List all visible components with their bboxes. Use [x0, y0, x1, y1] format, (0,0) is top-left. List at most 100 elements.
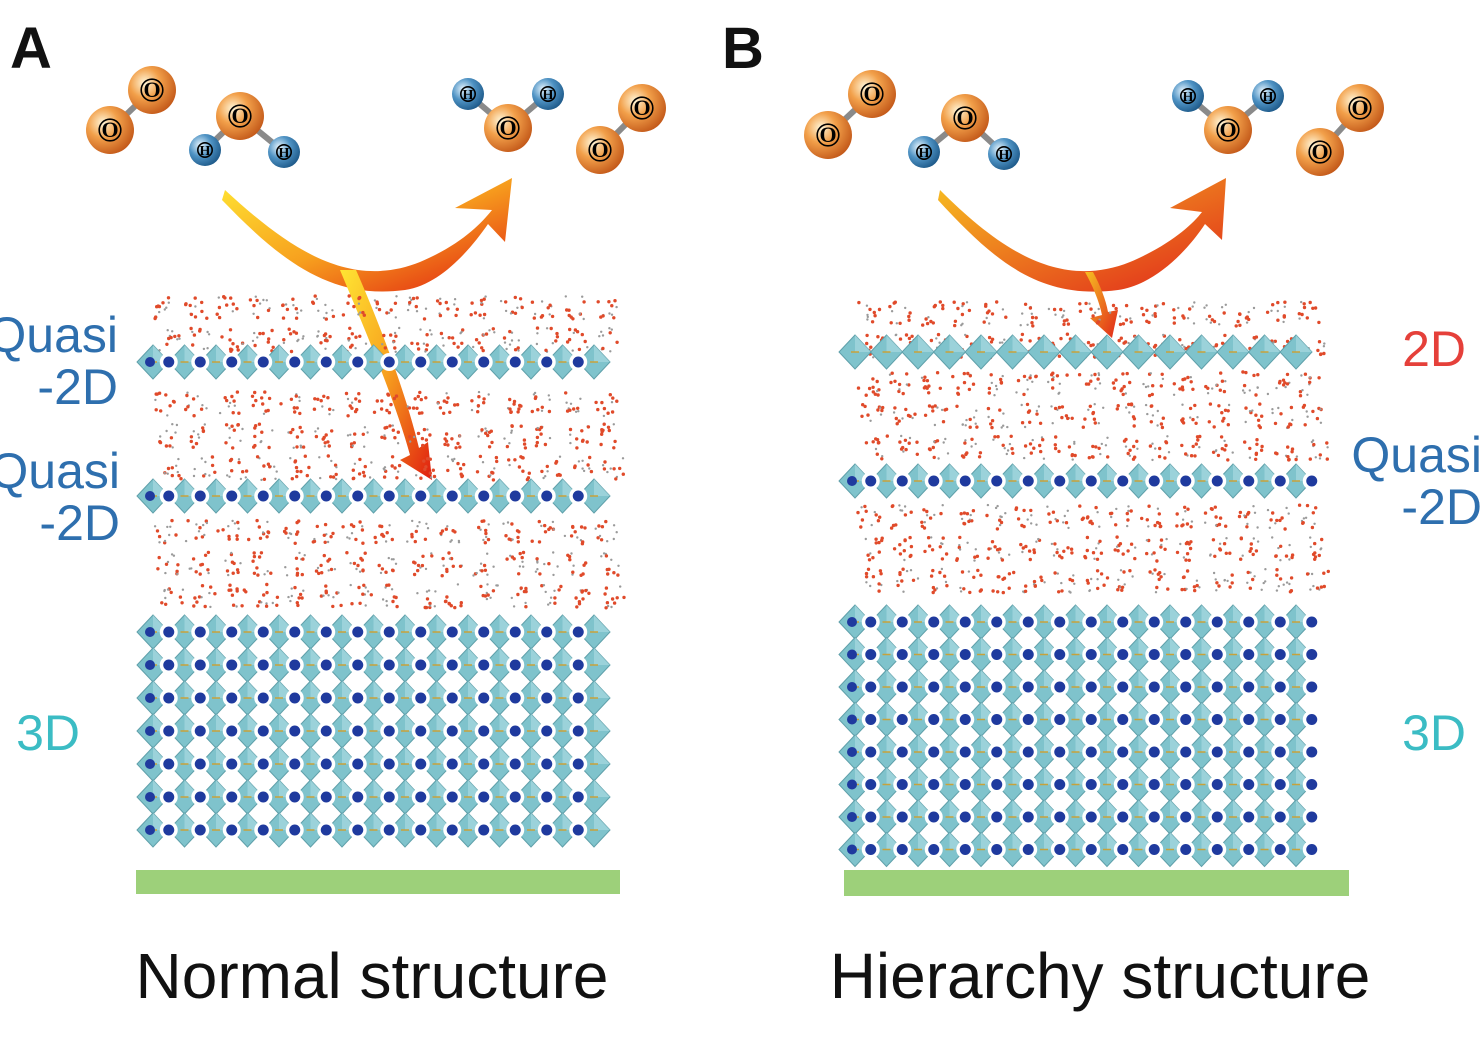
spacer-molecule	[445, 400, 449, 404]
spacer-molecule	[907, 314, 911, 319]
spacer-molecule	[876, 519, 881, 523]
cation	[1180, 475, 1192, 487]
spacer-molecule	[265, 602, 268, 605]
spacer-molecule	[253, 424, 258, 428]
spacer-molecule	[1281, 378, 1286, 382]
spacer-molecule	[1031, 380, 1034, 383]
hydrogen-atom: H	[452, 78, 484, 110]
cation	[991, 616, 1003, 628]
spacer-molecule	[230, 424, 234, 428]
spacer-molecule	[479, 562, 483, 565]
spacer-molecule	[1057, 590, 1061, 594]
oxygen-symbol: O	[956, 105, 973, 130]
spacer-molecule	[236, 520, 240, 525]
spacer-molecule	[1279, 559, 1282, 562]
spacer-molecule	[446, 468, 450, 473]
spacer-molecule	[478, 454, 483, 459]
spacer-molecule	[346, 397, 350, 401]
atom-ring	[995, 146, 1012, 163]
spacer-molecule	[553, 589, 556, 592]
spacer-molecule	[612, 467, 616, 471]
cation	[1148, 649, 1160, 660]
spacer-molecule	[959, 586, 962, 590]
spacer-molecule	[318, 456, 321, 459]
spacer-molecule	[166, 414, 169, 417]
spacer-molecule	[1317, 553, 1322, 558]
spacer-molecule	[192, 333, 197, 337]
spacer-molecule	[1128, 411, 1131, 414]
spacer-molecule	[1127, 402, 1131, 407]
spacer-molecule	[294, 331, 299, 335]
spacer-molecule	[930, 548, 935, 552]
spacer-molecule	[1254, 393, 1258, 397]
spacer-molecule	[311, 540, 315, 544]
spacer-molecule	[255, 455, 260, 459]
spacer-molecule	[285, 307, 290, 312]
spacer-molecule	[298, 399, 301, 403]
spacer-molecule	[385, 311, 389, 315]
spacer-molecule	[613, 439, 617, 444]
spacer-molecule	[1252, 505, 1255, 508]
cation	[289, 758, 301, 770]
spacer-molecule	[421, 443, 425, 448]
spacer-molecule	[563, 534, 567, 538]
spacer-molecule	[314, 430, 317, 433]
spacer-molecule	[495, 584, 498, 587]
spacer-molecule	[1271, 408, 1274, 411]
spacer-molecule	[1088, 302, 1091, 305]
spacer-molecule	[1248, 446, 1252, 451]
spacer-molecule	[978, 451, 983, 455]
spacer-molecule	[1248, 389, 1252, 392]
cation	[1117, 714, 1129, 725]
spacer-molecule	[873, 392, 877, 396]
spacer-molecule	[940, 567, 944, 571]
spacer-molecule	[606, 470, 609, 474]
spacer-molecule	[320, 571, 324, 575]
spacer-molecule	[1172, 393, 1176, 396]
spacer-molecule	[932, 455, 936, 460]
spacer-molecule	[428, 601, 432, 606]
layer-label: 3D	[16, 705, 80, 761]
spacer-molecule	[324, 317, 328, 321]
spacer-molecule	[1241, 554, 1244, 557]
spacer-molecule	[1224, 551, 1229, 555]
spacer-molecule	[317, 309, 320, 312]
spacer-molecule	[519, 586, 523, 590]
spacer-molecule	[301, 557, 305, 561]
spacer-molecule	[198, 572, 202, 576]
atom-sphere	[1252, 80, 1284, 112]
spacer-molecule	[291, 427, 295, 432]
spacer-molecule	[324, 433, 328, 437]
octahedron-row	[136, 680, 611, 716]
spacer-molecule	[523, 446, 528, 450]
spacer-molecule	[408, 296, 412, 299]
spacer-molecule	[903, 558, 906, 562]
spacer-molecule	[1051, 422, 1054, 425]
spacer-molecule	[491, 471, 495, 475]
spacer-molecule	[281, 303, 285, 307]
spacer-molecule	[416, 394, 420, 399]
spacer-molecule	[1181, 518, 1185, 521]
spacer-molecule	[433, 605, 436, 608]
spacer-molecule	[330, 429, 334, 433]
spacer-molecule	[1001, 590, 1005, 595]
cation	[1117, 811, 1129, 823]
spacer-molecule	[963, 441, 967, 445]
spacer-molecule	[297, 338, 300, 341]
oxygen-symbol: O	[863, 81, 880, 106]
spacer-molecule	[994, 384, 998, 388]
spacer-molecule	[571, 349, 574, 352]
spacer-molecule	[352, 441, 356, 445]
spacer-molecule	[1258, 425, 1263, 430]
spacer-molecule	[1320, 547, 1323, 550]
spacer-molecule	[865, 333, 869, 338]
spacer-molecule	[1122, 384, 1126, 389]
spacer-molecule	[581, 597, 585, 601]
atom-ring	[1216, 118, 1240, 142]
cation	[257, 659, 269, 671]
spacer-molecule	[295, 469, 299, 474]
spacer-molecule	[197, 595, 202, 599]
spacer-molecule	[1156, 424, 1159, 427]
spacer-molecule	[1215, 383, 1218, 387]
